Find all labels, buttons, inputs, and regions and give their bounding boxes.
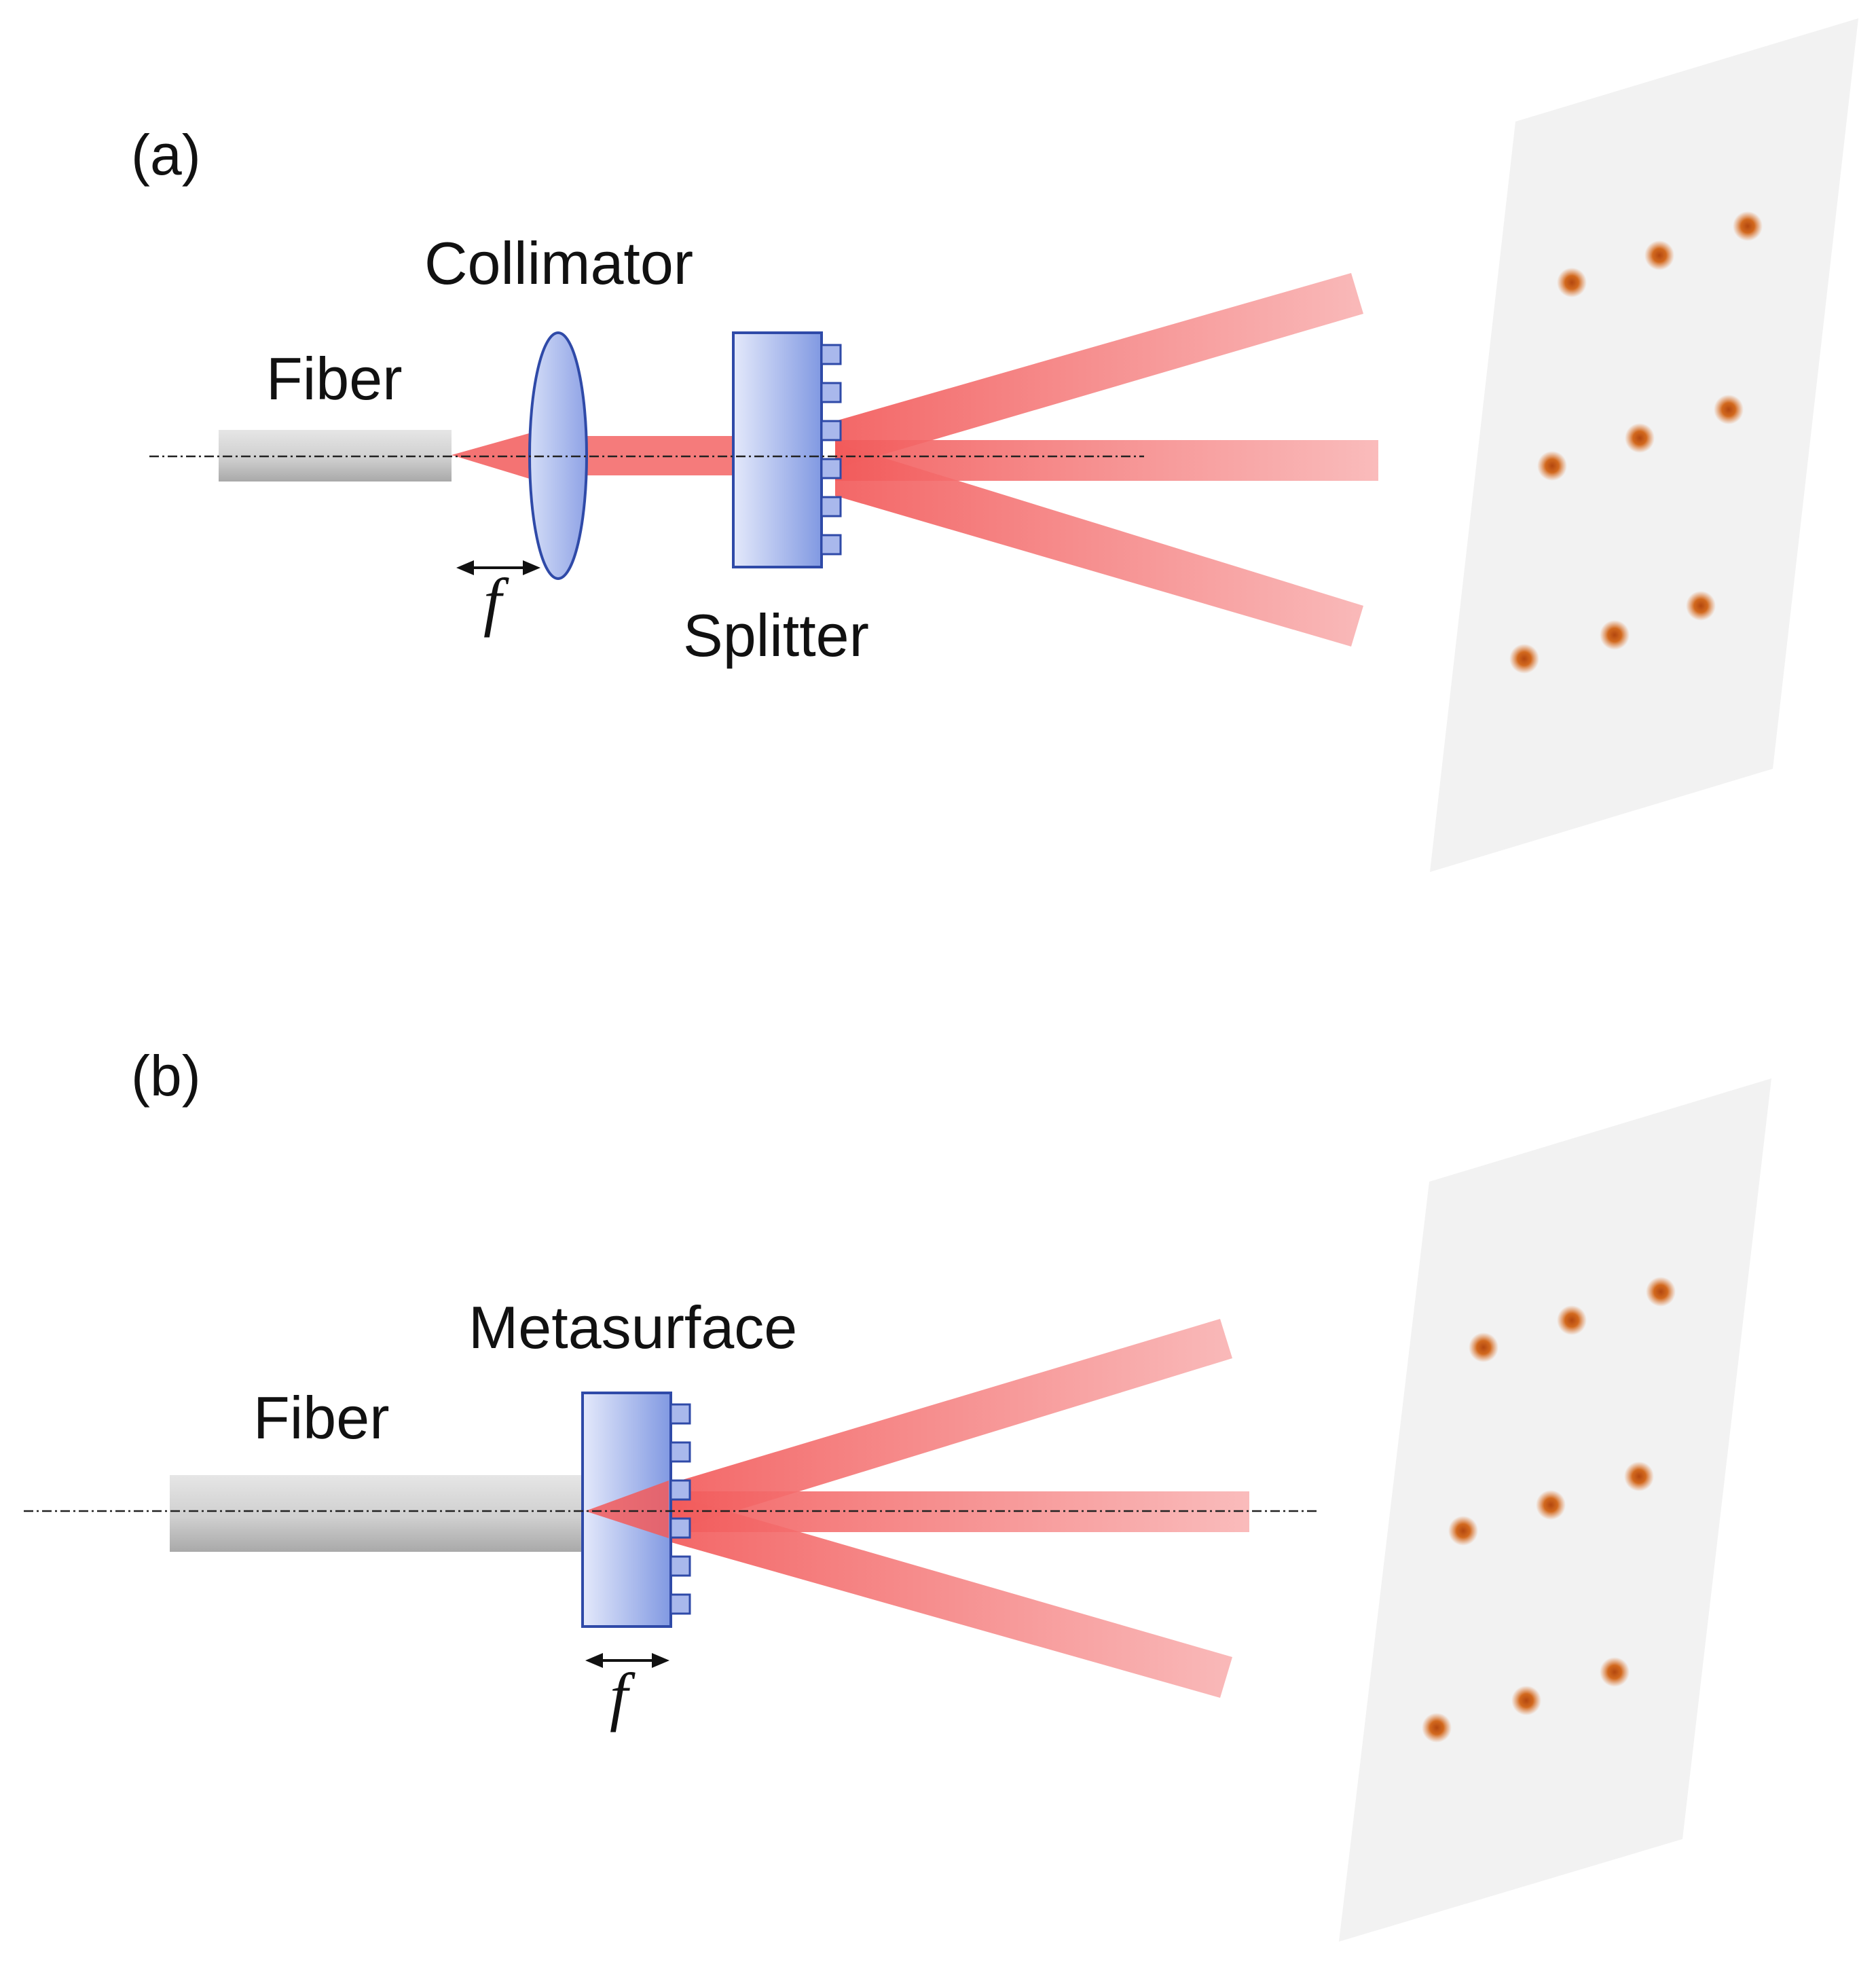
- spot-a-3-1: [1509, 644, 1539, 674]
- beam-b-up: [669, 1319, 1232, 1531]
- panel-b-label: (b): [131, 1044, 201, 1108]
- spot-grid-a: [1509, 211, 1763, 674]
- spot-a-2-2: [1625, 423, 1655, 453]
- spot-a-2-3: [1714, 395, 1744, 424]
- splitter-label: Splitter: [683, 602, 869, 669]
- panel-a: (a) Fiber Collimator: [131, 18, 1858, 872]
- spot-b-2-1: [1448, 1516, 1478, 1546]
- spot-a-3-2: [1600, 620, 1630, 650]
- fiber-b: [170, 1475, 583, 1552]
- spot-a-3-3: [1686, 591, 1716, 621]
- spot-b-3-1: [1422, 1713, 1452, 1743]
- focal-arrow-b: [585, 1653, 669, 1668]
- beam-a-center: [835, 440, 1378, 481]
- beam-a-down: [835, 443, 1363, 647]
- fiber-a-label: Fiber: [266, 345, 403, 412]
- spot-grid-b: [1422, 1277, 1676, 1743]
- beam-a-up: [835, 273, 1363, 469]
- spot-a-1-3: [1733, 211, 1763, 241]
- spot-b-2-3: [1624, 1461, 1654, 1491]
- focal-arrow-a: [456, 560, 540, 575]
- metasurface-label: Metasurface: [468, 1294, 797, 1361]
- splitter: [732, 331, 842, 568]
- panel-b: (b) Fiber: [24, 1044, 1771, 1942]
- focal-label-a: f: [483, 565, 509, 638]
- beams-a: [452, 273, 1378, 647]
- spot-a-1-1: [1557, 268, 1587, 297]
- collimator-label: Collimator: [424, 230, 693, 297]
- spot-b-3-2: [1511, 1686, 1541, 1715]
- spot-b-2-2: [1536, 1490, 1566, 1520]
- beam-b-down: [669, 1494, 1232, 1698]
- beams-b: [669, 1319, 1249, 1698]
- spot-b-1-2: [1557, 1305, 1587, 1335]
- focusing-cone-b: [585, 1480, 669, 1538]
- focal-label-b: f: [610, 1660, 636, 1732]
- spot-b-3-3: [1600, 1657, 1630, 1687]
- spot-b-1-1: [1469, 1332, 1498, 1362]
- panel-a-label: (a): [131, 123, 201, 187]
- spot-b-1-3: [1646, 1277, 1676, 1307]
- fiber-b-label: Fiber: [253, 1384, 390, 1451]
- spot-a-1-2: [1644, 240, 1674, 270]
- spot-a-2-1: [1537, 451, 1567, 481]
